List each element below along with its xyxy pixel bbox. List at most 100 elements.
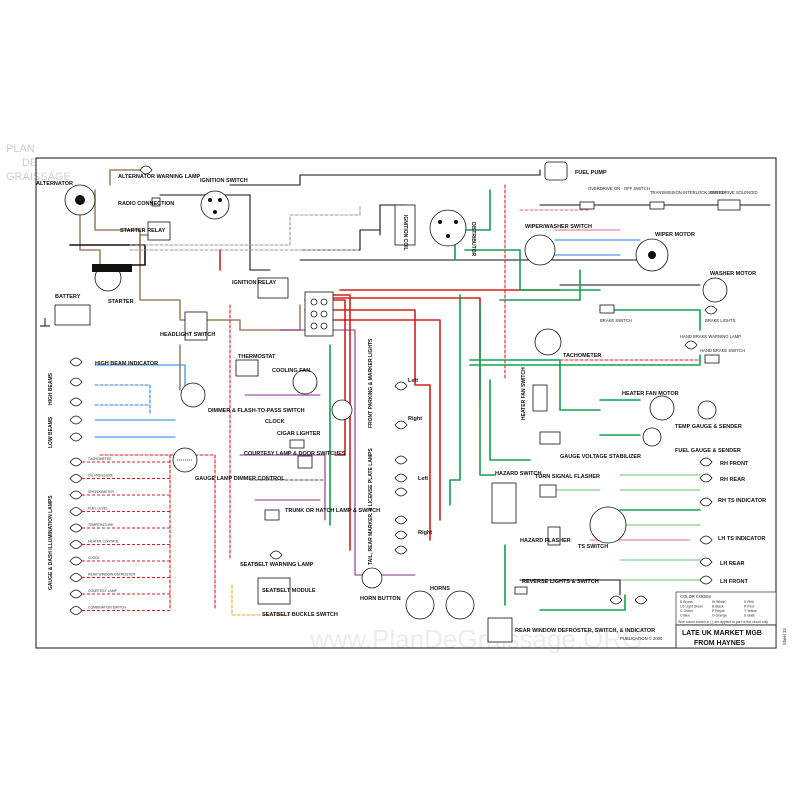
ignition-relay: IGNITION RELAY [232, 277, 289, 299]
alternator: ALTERNATOR [36, 181, 96, 216]
horns: HORNS [405, 586, 475, 620]
svg-text:GAUGE LAMP DIMMER CONTROL: GAUGE LAMP DIMMER CONTROL [195, 476, 285, 482]
clock: CLOCK [265, 399, 353, 425]
svg-text:LH REAR: LH REAR [720, 561, 744, 567]
svg-text:HAZARD SWITCH: HAZARD SWITCH [495, 471, 541, 477]
distributor: DISTRIBUTOR [429, 209, 476, 256]
low-beams: LOW BEAMS [48, 415, 83, 448]
svg-text:TRANSMISSION INTERLOCK SWITCH: TRANSMISSION INTERLOCK SWITCH [650, 190, 725, 195]
svg-text:TURN SIGNAL FLASHER: TURN SIGNAL FLASHER [535, 474, 600, 480]
svg-text:Right: Right [418, 530, 432, 536]
svg-text:COLOR CODES: COLOR CODES [680, 594, 711, 599]
svg-text:STARTER: STARTER [108, 299, 134, 305]
ignition-switch: IGNITION SWITCH [200, 178, 248, 220]
svg-text:SEATBELT MODULE: SEATBELT MODULE [262, 588, 316, 594]
transmission-interlock-switch: TRANSMISSION INTERLOCK SWITCH [649, 190, 725, 210]
wires [69, 169, 771, 616]
svg-text:HORNS: HORNS [430, 586, 450, 592]
dash-lamp-label: COURTESY LAMP [88, 589, 118, 593]
battery: BATTERY [40, 294, 91, 327]
svg-text:RH TS INDICATOR: RH TS INDICATOR [718, 498, 766, 504]
dash-lamp [69, 589, 83, 599]
voltage-stabilizer: GAUGE VOLTAGE STABILIZER [539, 431, 641, 460]
svg-text:IGNITION SWITCH: IGNITION SWITCH [200, 178, 248, 184]
svg-text:DIMMER & FLASH-TO-PASS SWITCH: DIMMER & FLASH-TO-PASS SWITCH [208, 408, 305, 414]
heater-fan-switch: HEATER FAN SWITCH [521, 367, 548, 420]
svg-text:HAND BRAKE SWITCH: HAND BRAKE SWITCH [700, 348, 745, 353]
svg-text:TAIL, REAR MARKER, & LICENSE P: TAIL, REAR MARKER, & LICENSE PLATE LAMPS [368, 448, 374, 565]
svg-text:Left: Left [418, 476, 428, 482]
legend-entry: W White [712, 600, 725, 604]
legend-entry: R Red [744, 605, 754, 609]
reverse-lights: REVERSE LIGHTS & SWITCH [514, 579, 648, 605]
watermark-corner: PLAN DE GRAISSAGE [6, 143, 71, 183]
svg-text:HEADLIGHT SWITCH: HEADLIGHT SWITCH [160, 332, 215, 338]
svg-text:HEATER FAN MOTOR: HEATER FAN MOTOR [622, 391, 679, 397]
dash-lamp [69, 507, 83, 516]
svg-text:LH FRONT: LH FRONT [720, 579, 748, 585]
legend-entry: Y Yellow [744, 609, 757, 613]
cigar-lighter: CIGAR LIGHTER [277, 431, 320, 449]
svg-text:CIGAR LIGHTER: CIGAR LIGHTER [277, 431, 320, 437]
dimmer-switch: DIMMER & FLASH-TO-PASS SWITCH [180, 382, 305, 414]
starter-relay: STARTER RELAY [120, 221, 171, 241]
svg-text:OVERDRIVE ON - OFF SWITCH: OVERDRIVE ON - OFF SWITCH [588, 186, 650, 191]
svg-text:RADIO CONNECTION: RADIO CONNECTION [118, 201, 174, 207]
svg-text:Right: Right [408, 416, 422, 422]
dash-lamp [69, 606, 83, 615]
dash-lamp-label: TEMPERATURE [88, 523, 114, 527]
svg-text:TRUNK OR HATCH LAMP & SWITCH: TRUNK OR HATCH LAMP & SWITCH [285, 508, 380, 514]
svg-text:RH FRONT: RH FRONT [720, 461, 749, 467]
legend-entry: K Pink [744, 600, 754, 604]
publication-credit: PUBLICATION © 2000 [620, 636, 663, 641]
svg-text:LH TS INDICATOR: LH TS INDICATOR [718, 536, 765, 542]
svg-text:TS SWITCH: TS SWITCH [578, 544, 608, 550]
dash-lamp [69, 474, 83, 483]
high-beam-indicator: HIGH BEAM INDICATOR [69, 357, 158, 367]
hazard-switch: HAZARD SWITCH [491, 471, 541, 524]
heater-fan-motor: HEATER FAN MOTOR [622, 391, 679, 421]
fuse-block [304, 291, 334, 337]
svg-text:HORN BUTTON: HORN BUTTON [360, 596, 401, 602]
svg-text:Left: Left [408, 378, 418, 384]
svg-text:CLOCK: CLOCK [265, 419, 285, 425]
wiper-motor: WIPER MOTOR [635, 232, 695, 272]
temp-gauge: TEMP GAUGE & SENDER [675, 400, 742, 430]
svg-text:DE: DE [22, 157, 37, 169]
dash-illumination-lamps: GAUGE & DASH ILLUMINATION LAMPS TACHOMET… [48, 457, 170, 615]
radio-connection: RADIO CONNECTION [118, 197, 174, 207]
dash-lamp-label: HEATER CONTROL [88, 540, 119, 544]
svg-text:ALTERNATOR: ALTERNATOR [36, 181, 73, 187]
legend-entry: G Green [680, 609, 693, 613]
dash-lamp-label: FUEL LEVEL [88, 507, 108, 511]
ignition-coil: IGNITION COIL [394, 204, 416, 251]
legend-entry: O Orange [712, 614, 727, 618]
high-beams: HIGH BEAMS [48, 372, 83, 407]
svg-text:WIPER/WASHER SWITCH: WIPER/WASHER SWITCH [525, 224, 592, 230]
front-parking-lights: FRONT PARKING & MARKER LIGHTS Left Right [368, 338, 422, 430]
svg-text:REVERSE LIGHTS & SWITCH: REVERSE LIGHTS & SWITCH [522, 579, 599, 585]
dash-lamp-label: OIL PRESSURE [88, 474, 114, 478]
dash-lamp-label: SPEEDOMETER [88, 490, 115, 494]
fuel-gauge: FUEL GAUGE & SENDER [642, 427, 741, 454]
dash-lamp-label: CLOCK [88, 556, 100, 560]
hazard-flasher: HAZARD FLASHER [520, 526, 571, 546]
dash-lamp-label: COMBINATION SWITCH [88, 606, 127, 610]
svg-text:Wire colors shown in ( ) are a: Wire colors shown in ( ) are applied to … [678, 620, 768, 624]
seatbelt-buckle-switch: SEATBELT BUCKLE SWITCH [262, 612, 338, 618]
svg-text:WASHER MOTOR: WASHER MOTOR [710, 271, 756, 277]
svg-text:FUEL GAUGE & SENDER: FUEL GAUGE & SENDER [675, 448, 741, 454]
svg-text:SEATBELT WARNING LAMP: SEATBELT WARNING LAMP [240, 562, 314, 568]
dash-lamp-label: TACHOMETER [88, 457, 112, 461]
svg-text:DISTRIBUTOR: DISTRIBUTOR [470, 222, 476, 256]
svg-text:IGNITION COIL: IGNITION COIL [402, 215, 408, 251]
dash-lamp-label: REAR WINDOW DEFROSTER [88, 573, 136, 577]
dash-lamp [69, 573, 83, 582]
svg-text:ALTERNATOR WARNING LAMP: ALTERNATOR WARNING LAMP [118, 174, 201, 180]
tail-rear-marker-lamps: TAIL, REAR MARKER, & LICENSE PLATE LAMPS… [368, 448, 432, 565]
wiper-washer-switch: WIPER/WASHER SWITCH [524, 224, 592, 266]
svg-text:RH REAR: RH REAR [720, 477, 745, 483]
